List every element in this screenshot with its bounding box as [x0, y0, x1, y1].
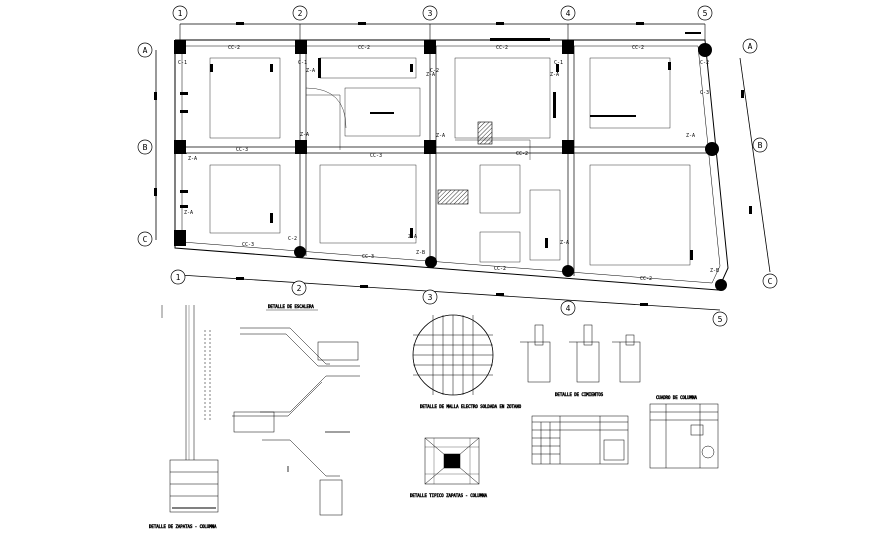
column-c5	[715, 279, 727, 291]
footing-label: Z-A	[550, 72, 559, 78]
column-b2	[295, 140, 307, 154]
beam-label: CC-3	[370, 153, 382, 159]
grid-col-top-3: 3	[428, 9, 433, 18]
column-a3	[424, 40, 436, 54]
column-b5	[705, 142, 719, 156]
detail-title-footing-column: DETALLE DE ZAPATAS - COLUMNA	[149, 524, 217, 529]
beam-label: CC-2	[516, 151, 528, 157]
grid-col-top-4: 4	[566, 9, 571, 18]
detail-title-typical-footing: DETALLE TIPICO ZAPATAS - COLUMNA	[410, 493, 488, 498]
footing-label: Z-A	[300, 132, 309, 138]
column-b1	[174, 140, 186, 154]
column-a5	[698, 43, 712, 57]
footing-labels: Z-A Z-A Z-A Z-A Z-A Z-A Z-A Z-A Z-A Z-A …	[178, 60, 719, 274]
grid-bubbles-left: A B C	[137, 42, 153, 247]
footing-marks	[180, 32, 701, 260]
grid-row-right-c: C	[768, 277, 773, 286]
detail-column-schedule: CUADRO DE COLUMNA	[649, 395, 719, 469]
footing-label: C-3	[700, 90, 709, 96]
beam-label: CC-2	[228, 45, 240, 51]
grid-col-top-5: 5	[703, 9, 708, 18]
foundation-plan	[174, 39, 729, 291]
beam-label: CC-3	[236, 147, 248, 153]
column-a4	[562, 40, 574, 54]
grid-col-bottom-5: 5	[718, 315, 723, 324]
footing-label: Z-B	[416, 250, 425, 256]
beam-label: CC-3	[362, 254, 374, 260]
beam-label: CC-2	[494, 266, 506, 272]
grid-bubbles-top: 1 2 3 4 5	[172, 5, 713, 21]
footing-label: C-1	[298, 60, 307, 66]
detail-footing-column: DETALLE DE ZAPATAS - COLUMNA	[149, 305, 219, 529]
grid-row-right-b: B	[758, 141, 763, 150]
detail-title-mesh: DETALLE DE MALLA ELECTRO SOLDADA EN ZOTA…	[420, 404, 522, 409]
beam-label: CC-2	[640, 276, 652, 282]
grid-row-right-a: A	[748, 42, 753, 51]
detail-mesh: DETALLE DE MALLA ELECTRO SOLDADA EN ZOTA…	[412, 314, 522, 409]
footing-label: Z-A	[306, 68, 315, 74]
detail-foundations: DETALLE DE CIMIENTOS	[520, 324, 641, 397]
detail-title-stairs: DETALLE DE ESCALERA	[268, 304, 314, 309]
footing-label: Z-A	[436, 133, 445, 139]
footing-label: Z-A	[426, 72, 435, 78]
beam-label: CC-2	[358, 45, 370, 51]
grid-row-left-b: B	[143, 143, 148, 152]
column-b3	[424, 140, 436, 154]
grid-row-left-a: A	[143, 46, 148, 55]
beam-label: CC-2	[496, 45, 508, 51]
footing-label: C-1	[178, 150, 187, 156]
grid-col-bottom-1: 1	[176, 273, 181, 282]
grid-row-left-c: C	[143, 235, 148, 244]
beam-labels: CC-2 CC-2 CC-2 CC-2 CC-3 CC-3 CC-2 CC-3 …	[228, 45, 652, 282]
column-b4	[562, 140, 574, 154]
beam-label: CC-2	[632, 45, 644, 51]
detail-typical-footing: DETALLE TIPICO ZAPATAS - COLUMNA	[410, 437, 488, 498]
footing-label: C-1	[554, 60, 563, 66]
grid-col-bottom-4: 4	[566, 304, 571, 313]
detail-stairs: DETALLE DE ESCALERA	[232, 304, 360, 516]
footing-label: Z-A	[184, 210, 193, 216]
column-c3	[425, 256, 437, 268]
grid-bubbles-right: A B C	[742, 38, 778, 289]
grid-col-bottom-2: 2	[297, 284, 302, 293]
footing-label: Z-A	[408, 234, 417, 240]
footing-label: Z-A	[560, 240, 569, 246]
footing-label: C-2	[700, 60, 709, 66]
column-a1	[174, 40, 186, 54]
grid-system	[155, 23, 771, 311]
detail-schedule-table	[531, 415, 629, 465]
footing-label: Z-A	[686, 133, 695, 139]
dimension-ticks	[154, 22, 752, 306]
column-c4	[562, 265, 574, 277]
beam-label: CC-3	[242, 242, 254, 248]
column-c1	[174, 230, 186, 246]
grid-col-bottom-3: 3	[428, 293, 433, 302]
footing-label: Z-A	[188, 156, 197, 162]
grid-bubbles-bottom: 1 2 3 4 5	[170, 269, 728, 327]
column-c2	[294, 246, 306, 258]
grid-col-top-2: 2	[298, 9, 303, 18]
column-a2	[295, 40, 307, 54]
footing-label: C-2	[288, 236, 297, 242]
columns	[174, 40, 727, 291]
footing-label: C-1	[178, 60, 187, 66]
detail-title-foundations: DETALLE DE CIMIENTOS	[555, 392, 604, 397]
detail-title-column-schedule: CUADRO DE COLUMNA	[656, 395, 698, 400]
grid-col-top-1: 1	[178, 9, 183, 18]
footing-label: Z-B	[710, 268, 719, 274]
footing-label: C-2	[430, 68, 439, 74]
